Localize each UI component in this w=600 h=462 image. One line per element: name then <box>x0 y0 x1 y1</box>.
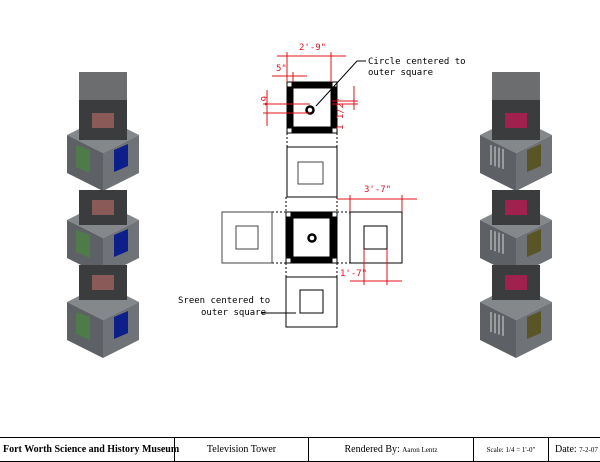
top-plan-square <box>286 81 338 134</box>
blue-screen <box>114 144 128 172</box>
tower-top-column <box>79 72 127 102</box>
blue-screen <box>114 311 128 339</box>
side-face-bottom <box>285 276 338 328</box>
vent-slat <box>490 230 492 250</box>
note-circle-1: Circle centered to <box>368 57 466 67</box>
pink-screen <box>505 275 527 290</box>
date: Date: 7-2-07 <box>549 438 600 461</box>
pink-screen <box>505 200 527 215</box>
brick-screen <box>92 113 114 128</box>
olive-screen <box>527 311 541 339</box>
date-value: 7-2-07 <box>579 445 598 454</box>
side-face-top <box>286 146 338 198</box>
date-label: Date: <box>555 444 577 455</box>
dim-outer-width: 2'-9" <box>299 43 326 53</box>
dim-offset: 6" <box>258 96 268 107</box>
olive-screen <box>527 229 541 257</box>
olive-screen <box>527 144 541 172</box>
vent-slat <box>494 146 496 167</box>
vent-slat <box>502 148 504 169</box>
vent-slat <box>494 313 496 334</box>
side-face-right <box>349 211 403 264</box>
side-face-left <box>221 211 273 264</box>
tower-top-column <box>492 72 540 102</box>
dim-corner: 5" <box>276 64 287 74</box>
scale: Scale: 1/4 = 1'-0" <box>474 438 549 461</box>
blue-screen <box>114 229 128 257</box>
rendered-label: Rendered By: <box>344 444 400 455</box>
vent-slat <box>502 315 504 336</box>
pink-screen <box>505 113 527 128</box>
note-screen-1: Sreen centered to <box>178 296 270 306</box>
vent-slat <box>498 314 500 335</box>
note-circle-2: outer square <box>368 68 433 78</box>
brick-screen <box>92 200 114 215</box>
dim-frame: 1 1/2" <box>336 97 346 130</box>
vent-slat <box>490 312 492 332</box>
author: Aaron Lentz <box>402 445 438 454</box>
title-block: Fort Worth Science and History Museum Te… <box>0 437 600 462</box>
green-screen <box>76 312 90 340</box>
center-plan-square <box>285 211 338 264</box>
note-screen-2: outer square <box>201 308 266 318</box>
vent-slat <box>498 147 500 168</box>
vent-slat <box>502 233 504 254</box>
green-screen <box>76 230 90 258</box>
rendered-by: Rendered By: Aaron Lentz <box>309 438 474 461</box>
green-screen <box>76 145 90 173</box>
dimension-lines <box>263 52 417 285</box>
brick-screen <box>92 275 114 290</box>
vent-slat <box>498 232 500 253</box>
vent-slat <box>490 145 492 165</box>
vent-slat <box>494 231 496 252</box>
museum-name: Fort Worth Science and History Museum <box>0 438 179 461</box>
dim-side-width: 3'-7" <box>364 185 391 195</box>
dim-screen-width: 1'-7" <box>340 269 367 279</box>
drawing-title: Television Tower <box>175 438 309 461</box>
